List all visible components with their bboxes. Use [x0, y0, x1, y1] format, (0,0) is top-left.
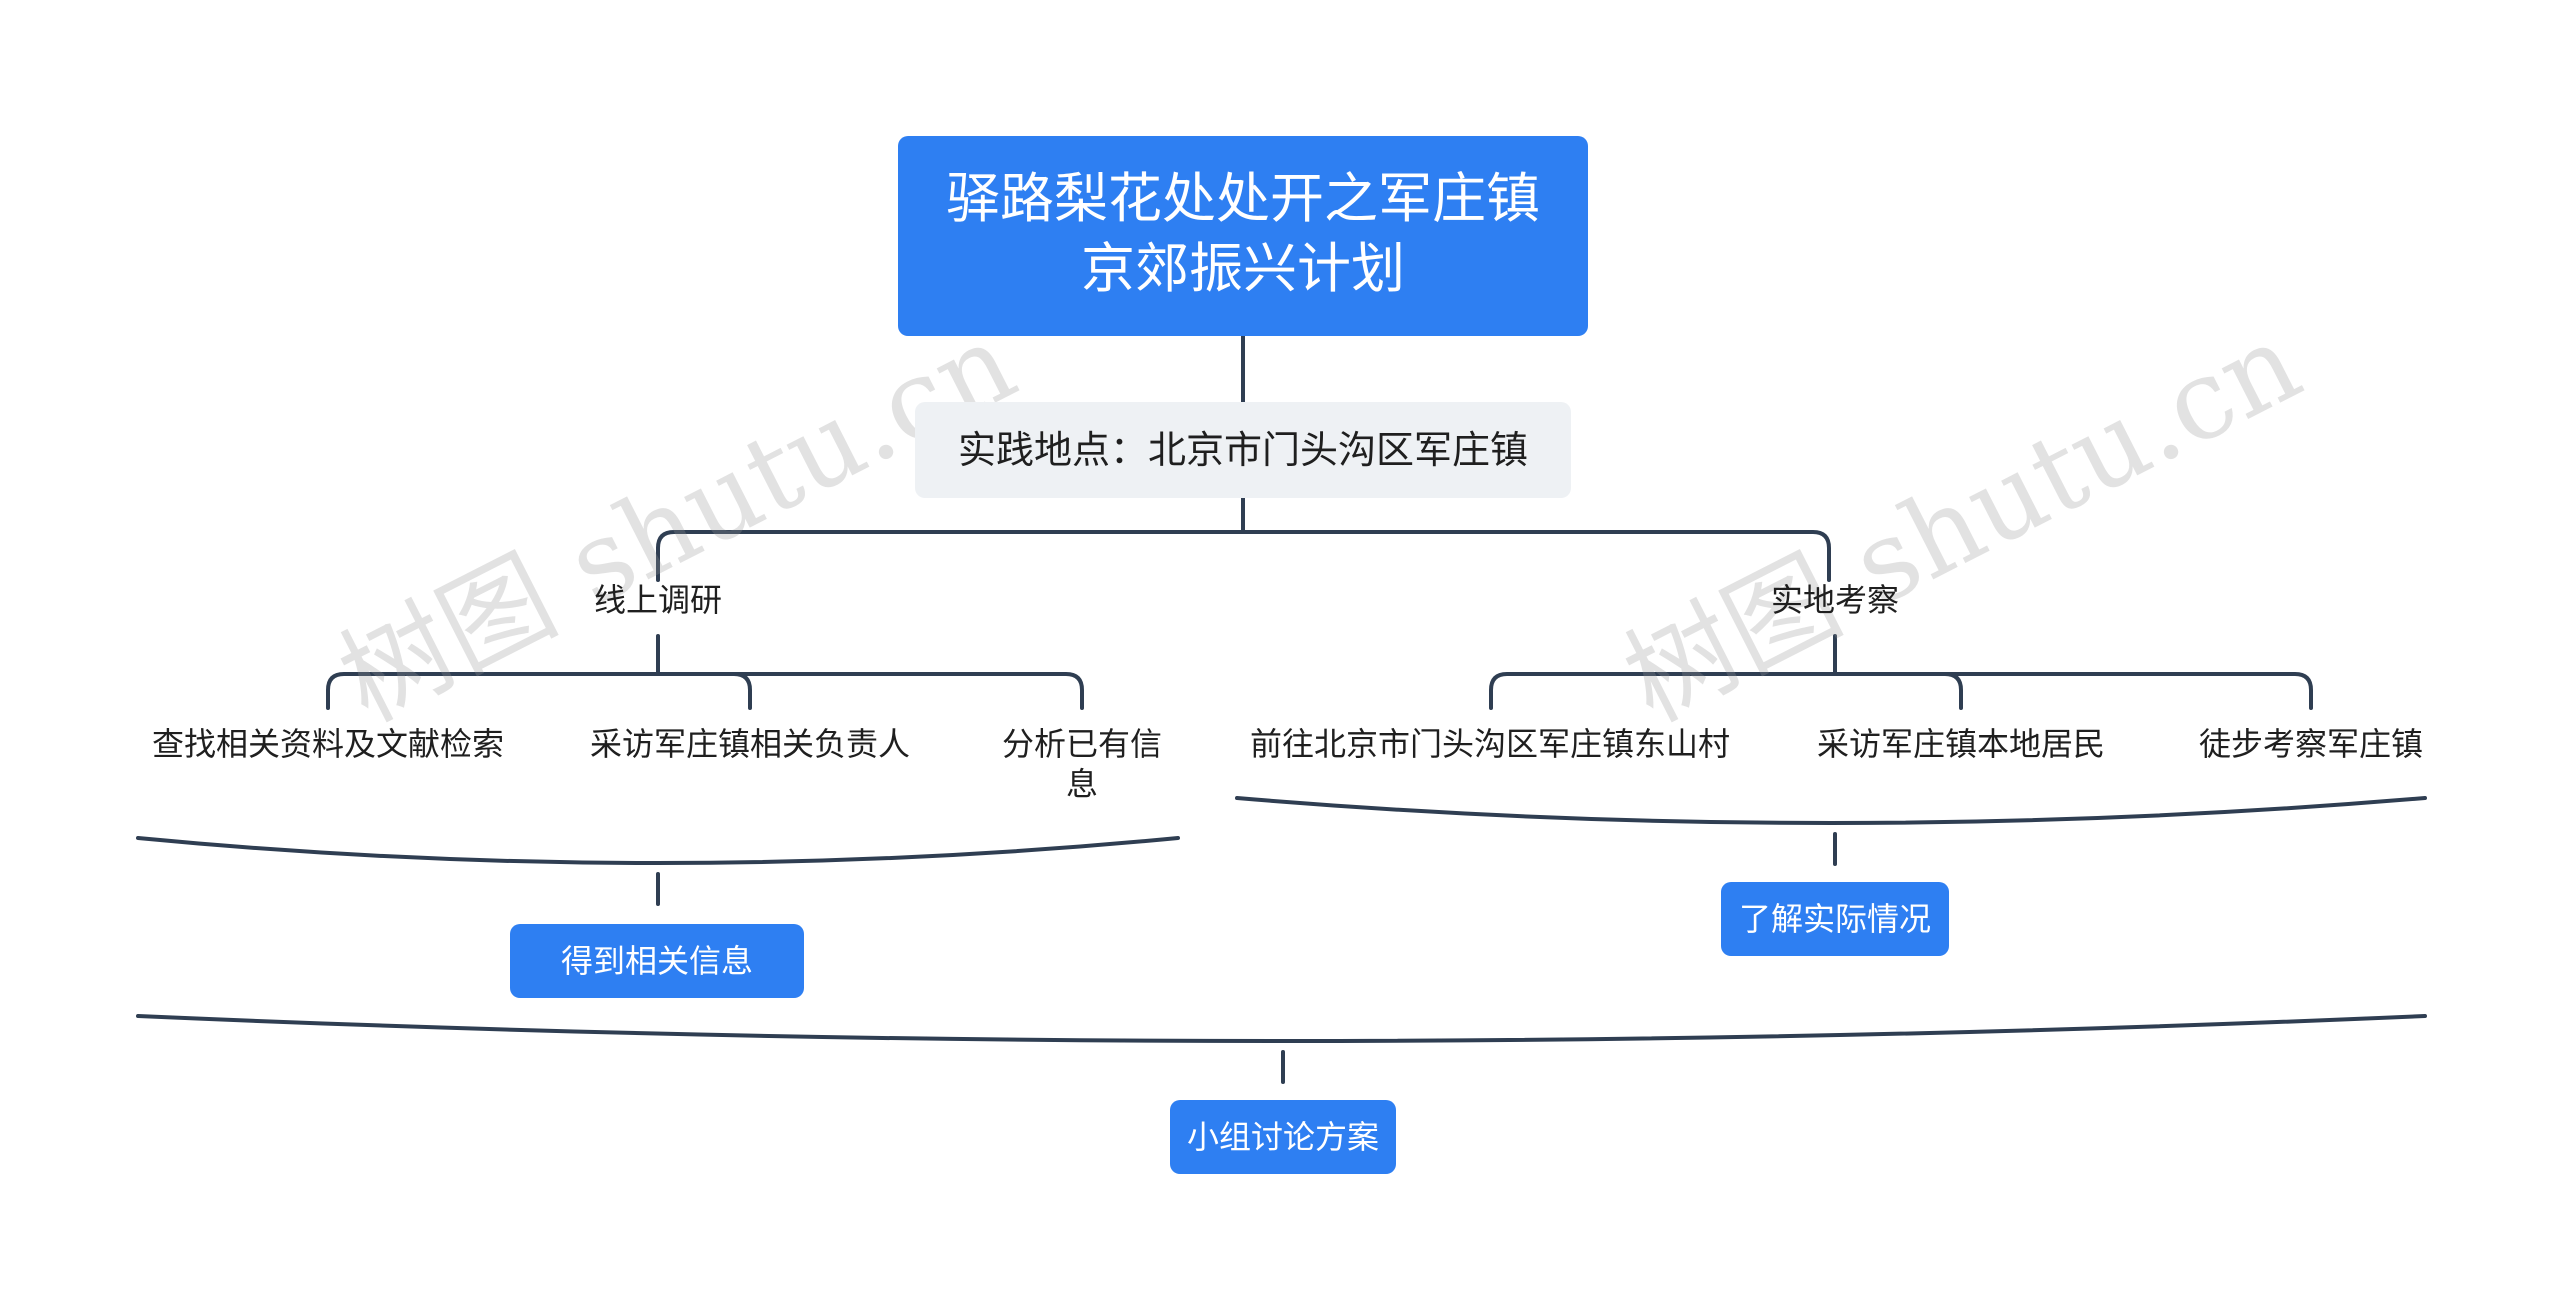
- leaf-analyze-info[interactable]: 分析已有信 息: [992, 724, 1172, 804]
- leaf-interview-officials[interactable]: 采访军庄镇相关负责人: [589, 725, 910, 763]
- connector-online-mid: [732, 672, 752, 710]
- location-topic[interactable]: 实践地点：北京市门头沟区军庄镇: [915, 402, 1571, 498]
- root-topic[interactable]: 驿路梨花处处开之军庄镇 京郊振兴计划: [898, 136, 1588, 336]
- brace-online-summary: [136, 836, 1180, 865]
- summary-final[interactable]: 小组讨论方案: [1170, 1100, 1396, 1174]
- connector-branch-bar: [656, 530, 1831, 582]
- branch-field[interactable]: 实地考察: [1770, 581, 1899, 619]
- root-title-line2: 京郊振兴计划: [1081, 237, 1405, 300]
- branch-online[interactable]: 线上调研: [593, 581, 722, 619]
- leaf-interview-residents[interactable]: 采访军庄镇本地居民: [1816, 725, 2105, 763]
- brace-final-summary: [136, 1014, 2427, 1043]
- root-title-line1: 驿路梨花处处开之军庄镇: [946, 167, 1540, 230]
- summary-field[interactable]: 了解实际情况: [1721, 882, 1949, 956]
- leaf-analyze-info-line1: 分析已有信: [1001, 725, 1162, 763]
- leaf-visit-village[interactable]: 前往北京市门头沟区军庄镇东山村: [1249, 725, 1730, 763]
- connector-field-mid: [1943, 672, 1963, 710]
- brace-field-summary: [1235, 796, 2427, 825]
- connector-online-bar: [326, 672, 1084, 710]
- leaf-literature-search[interactable]: 查找相关资料及文献检索: [151, 725, 504, 763]
- leaf-hike-survey[interactable]: 徒步考察军庄镇: [2198, 725, 2423, 763]
- leaf-analyze-info-line2: 息: [1065, 765, 1098, 803]
- connector-field-bar: [1489, 672, 2313, 710]
- summary-online[interactable]: 得到相关信息: [510, 924, 804, 998]
